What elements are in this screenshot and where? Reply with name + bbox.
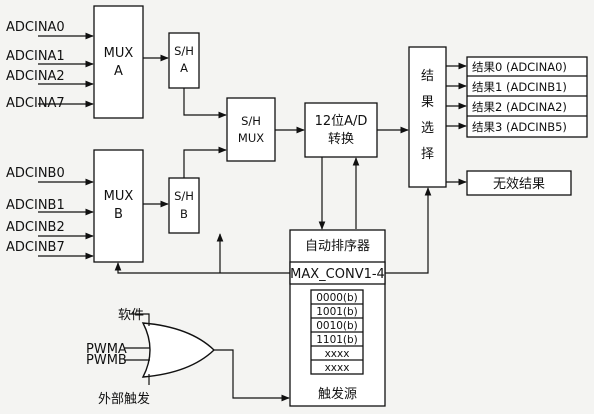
wire-software-to-gate: [129, 313, 150, 326]
invalid-result-label: 无效结果: [493, 177, 545, 192]
wire-sha-to-shmux: [183, 88, 227, 119]
invalid-result-block: [466, 170, 572, 196]
wire-sequencer-to-select: [385, 187, 432, 274]
trigger-software-label: 软件: [118, 308, 144, 323]
input-label-a1: ADCINA1: [6, 49, 65, 64]
mux-a-block: [93, 5, 144, 119]
trigger-source-label: 触发源: [318, 386, 357, 402]
input-label-b7: ADCINB7: [6, 240, 65, 255]
sh-b-label: S/H: [174, 189, 194, 203]
inputs-group-b: ADCINB0 ADCINB1 ADCINB2 ADCINB7: [6, 166, 65, 255]
result-2: 结果2 (ADCINA2): [472, 100, 567, 114]
adc-label: 12位A/D: [315, 114, 368, 129]
sh-a-block: [168, 32, 200, 89]
wire-gate-to-trigger-source: [214, 349, 290, 402]
results-block: [466, 56, 588, 138]
mux-b-sublabel: B: [114, 207, 123, 222]
max-conv-label: MAX_CONV1-4: [290, 267, 385, 282]
trigger-external-label: 外部触发: [98, 391, 150, 407]
sequencer-slot-2: 0010(b): [316, 320, 358, 332]
input-label-b1: ADCINB1: [6, 198, 65, 213]
input-label-b0: ADCINB0: [6, 166, 65, 181]
sequencer-slot-3: 1101(b): [316, 334, 358, 346]
sequencer-slot-5: xxxx: [325, 362, 350, 374]
input-label-a2: ADCINA2: [6, 69, 65, 84]
result-1: 结果1 (ADCINB1): [472, 80, 567, 94]
mux-a-sublabel: A: [114, 64, 123, 79]
adc-sublabel: 转换: [328, 132, 354, 147]
wire-sequencer-to-muxb: [114, 262, 290, 274]
result-select-char-1: 结: [421, 69, 434, 84]
input-label-b2: ADCINB2: [6, 220, 65, 235]
wire-shb-to-shmux: [183, 146, 227, 178]
mux-a-label: MUX: [104, 46, 134, 61]
result-0: 结果0 (ADCINA0): [472, 60, 567, 74]
trigger-pwma-label: PWMA: [86, 342, 127, 357]
sh-a-sublabel: A: [180, 61, 188, 75]
inputs-group-a: ADCINA0 ADCINA1 ADCINA2 ADCINA7: [6, 20, 65, 111]
sh-mux-block: [226, 97, 276, 162]
sh-b-sublabel: B: [180, 207, 188, 221]
result-select-block: [408, 46, 447, 188]
mux-b-label: MUX: [104, 189, 134, 204]
result-select-char-2: 果: [421, 95, 434, 110]
or-gate-icon: [141, 322, 216, 378]
input-label-a7: ADCINA7: [6, 96, 65, 111]
result-select-char-4: 择: [421, 147, 434, 162]
sh-mux-sublabel: MUX: [238, 131, 264, 145]
mux-b-block: [93, 149, 144, 263]
sequencer-title: 自动排序器: [305, 239, 370, 254]
trigger-pwmb-label: PWMB: [86, 353, 127, 368]
input-label-a0: ADCINA0: [6, 20, 65, 35]
sequencer-slot-1: 1001(b): [316, 306, 358, 318]
result-3: 结果3 (ADCINB5): [472, 120, 567, 134]
result-select-char-3: 选: [421, 121, 434, 136]
sh-b-block: [168, 177, 200, 234]
adc-block: [304, 102, 378, 158]
sequencer-slot-4: xxxx: [325, 348, 350, 360]
sequencer-slot-0: 0000(b): [316, 292, 358, 304]
sh-a-label: S/H: [174, 44, 194, 58]
sh-mux-label: S/H: [241, 114, 261, 128]
